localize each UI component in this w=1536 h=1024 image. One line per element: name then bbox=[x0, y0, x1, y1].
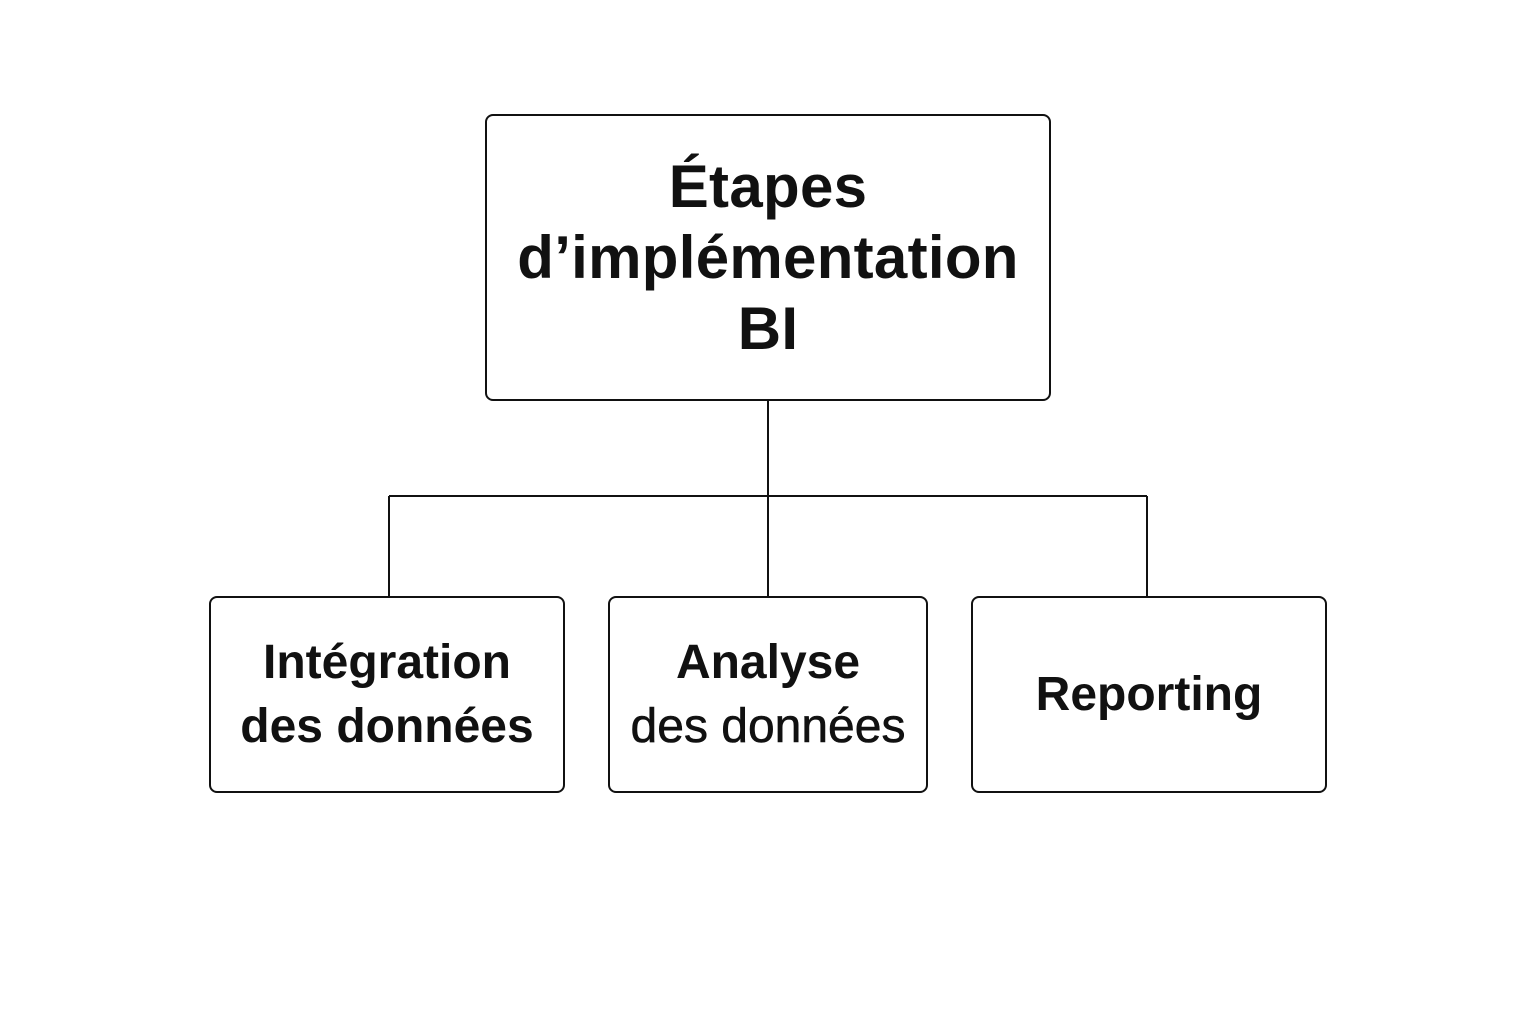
child-node-analyse-label: Analyse des données bbox=[630, 631, 906, 759]
child-node-reporting: Reporting bbox=[971, 596, 1327, 793]
reporting-label-line-1: Reporting bbox=[1035, 667, 1263, 721]
root-label-line-3: BI bbox=[737, 295, 799, 362]
analyse-label-line-1: Analyse bbox=[675, 635, 861, 689]
child-node-analyse: Analyse des données bbox=[608, 596, 928, 793]
root-label-line-1: Étapes bbox=[668, 153, 868, 220]
analyse-label-line-2: des données bbox=[630, 699, 906, 753]
child-node-integration-label: Intégration des données bbox=[240, 631, 533, 759]
child-node-integration: Intégration des données bbox=[209, 596, 565, 793]
child-node-reporting-label: Reporting bbox=[1036, 663, 1263, 727]
integration-label-line-1: Intégration bbox=[262, 635, 511, 689]
root-node-label: Étapes d’implémentation BI bbox=[517, 151, 1019, 364]
integration-label-line-2: des données bbox=[240, 699, 534, 753]
root-node: Étapes d’implémentation BI bbox=[485, 114, 1051, 401]
root-label-line-2: d’implémentation bbox=[517, 224, 1019, 291]
